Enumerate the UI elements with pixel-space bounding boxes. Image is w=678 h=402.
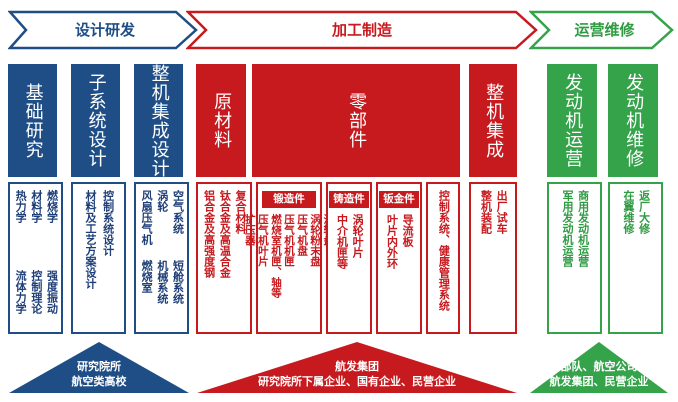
design-stage-header: 设计研发: [8, 10, 198, 50]
detail-item: 扩压器: [243, 214, 256, 246]
detail-item: 流体力学: [14, 270, 28, 314]
detail-item: 短舱系统: [171, 260, 185, 304]
operation-participants: 部队、航空公司 航发集团、民营企业: [529, 341, 669, 393]
detail-item: 控制理论: [29, 270, 43, 314]
integration-design-detail: 空气系统 涡轮 风扇压气机 短舱系统 机械系统 燃烧室: [134, 182, 189, 334]
raw-material-title: 原材料: [211, 92, 233, 149]
detail-item: 钛合金及高温合金: [218, 190, 232, 278]
design-participant-line: 航空类高校: [71, 375, 127, 388]
assembly-items: 出厂试车 整机装配: [471, 190, 515, 234]
detail-item: 机械系统: [155, 260, 169, 304]
detail-item: 材料学: [29, 190, 43, 223]
integration-design-box: 整机集成设计: [134, 63, 183, 178]
engine-operation-items: 商用发动机运营 军用发动机运营: [549, 190, 600, 267]
operation-participant-line: 航发集团、民营企业: [549, 375, 649, 388]
detail-item: 压气机盘: [296, 214, 309, 256]
engine-operation-detail: 商用发动机运营 军用发动机运营: [547, 182, 602, 334]
sheet-metal-items: 导流板 叶片内外环: [378, 214, 420, 269]
detail-item: 涡轮: [155, 190, 169, 212]
design-participants: 研究院所 航空类高校: [8, 341, 190, 393]
engine-maintenance-items: 返厂大修 在翼维修: [610, 190, 661, 234]
detail-item: 燃烧室机匣、轴等: [269, 214, 282, 298]
detail-item: 控制系统、健康管理系统: [437, 190, 451, 311]
detail-item: 风扇压气机: [140, 190, 154, 245]
detail-item: 控制系统设计: [101, 190, 115, 256]
detail-item: 铝合金及高强度钢: [202, 190, 216, 278]
detail-item: 空气系统: [171, 190, 185, 234]
detail-item: 整机装配: [479, 190, 493, 234]
engine-operation-title: 发动机运营: [562, 73, 584, 168]
assembly-box: 整机集成: [469, 64, 517, 177]
assembly-title: 整机集成: [483, 82, 505, 159]
basic-research-box: 基础研究: [8, 64, 57, 177]
design-stage-title: 设计研发: [74, 21, 135, 39]
detail-item: 出厂试车: [495, 190, 509, 234]
sheet-metal-label: 钣金件: [379, 191, 419, 208]
detail-item: 叶片内外环: [385, 214, 399, 269]
casting-items: 涡轮叶片 中介机匣等: [328, 214, 370, 269]
manufacture-participants: 航发集团 研究院所下属企业、国有企业、民营企业: [196, 341, 518, 393]
manufacture-stage-header: 加工制造: [186, 10, 538, 50]
engine-maintenance-title: 发动机维修: [623, 73, 645, 168]
detail-item: 涡轮叶片: [351, 214, 365, 258]
detail-item: 商用发动机运营: [576, 190, 590, 267]
basic-research-detail: 燃烧学 材料学 热力学 强度振动 控制理论 流体力学: [8, 182, 63, 334]
operation-stage-title: 运营维修: [574, 21, 635, 39]
detail-item: 复合材料: [233, 190, 247, 234]
detail-item: 材料及工艺方案设计: [84, 190, 97, 289]
detail-item: 导流板: [401, 214, 415, 247]
subsystem-design-box: 子系统设计: [71, 64, 120, 177]
parts-title: 零部件: [346, 92, 368, 149]
subsystem-design-title: 子系统设计: [85, 73, 107, 168]
detail-item: 强度振动: [45, 270, 59, 314]
engine-maintenance-detail: 返厂大修 在翼维修: [608, 182, 663, 334]
forging-label: 锻造件: [262, 191, 316, 208]
manufacture-participant-line: 航发集团: [335, 360, 379, 373]
design-participant-line: 研究院所: [77, 360, 121, 373]
integration-design-items-top: 空气系统 涡轮 风扇压气机: [136, 190, 187, 245]
operation-participant-line: 部队、航空公司: [560, 360, 638, 373]
subsystem-design-detail: 控制系统设计 材料及工艺方案设计: [71, 182, 126, 334]
detail-item: 热力学: [14, 190, 28, 223]
detail-item: 燃烧学: [45, 190, 59, 223]
casting-label: 铸造件: [329, 191, 369, 208]
raw-material-items: 复合材料 钛合金及高温合金 铝合金及高强度钢: [198, 190, 250, 278]
detail-item: 返厂大修: [637, 190, 651, 234]
integration-design-items-bottom: 短舱系统 机械系统 燃烧室: [136, 260, 187, 304]
detail-item: 燃烧室: [140, 260, 154, 293]
subsystem-design-items: 控制系统设计 材料及工艺方案设计: [73, 190, 124, 289]
detail-item: 在翼维修: [622, 190, 635, 234]
control-system-items: 控制系统、健康管理系统: [428, 190, 458, 311]
detail-item: 压气机机匣: [283, 214, 296, 267]
basic-research-title: 基础研究: [22, 82, 44, 159]
engine-maintenance-box: 发动机维修: [608, 64, 658, 177]
engine-operation-box: 发动机运营: [547, 64, 597, 177]
basic-research-items-bottom: 强度振动 控制理论 流体力学: [10, 270, 61, 314]
detail-item: 军用发动机运营: [561, 190, 574, 267]
manufacture-stage-title: 加工制造: [331, 21, 392, 39]
detail-item: 压气机叶片: [256, 214, 269, 267]
detail-item: 中介机匣等: [335, 214, 349, 269]
raw-material-detail: 复合材料 钛合金及高温合金 铝合金及高强度钢: [196, 182, 252, 334]
detail-item: 涡轮粉末盘: [309, 214, 322, 267]
basic-research-items-top: 燃烧学 材料学 热力学: [10, 190, 61, 223]
operation-stage-header: 运营维修: [529, 10, 674, 50]
raw-material-box: 原材料: [196, 64, 246, 177]
parts-box: 零部件: [252, 64, 460, 177]
assembly-detail: 出厂试车 整机装配: [469, 182, 517, 334]
control-system-detail: 控制系统、健康管理系统: [426, 182, 460, 334]
forging-items: 涡轮盘 涡轮粉末盘 压气机盘 压气机机匣 燃烧室机匣、轴等 压气机叶片 扩压器: [244, 214, 334, 298]
integration-design-title: 整机集成设计: [148, 63, 170, 178]
manufacture-participant-line: 研究院所下属企业、国有企业、民营企业: [258, 375, 456, 388]
